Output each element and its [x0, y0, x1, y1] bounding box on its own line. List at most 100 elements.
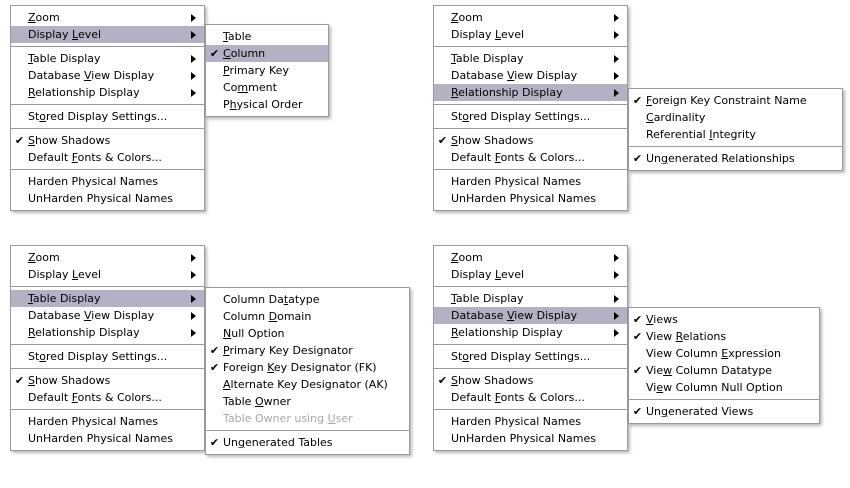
- menu-item-views[interactable]: ✔Views: [629, 311, 819, 328]
- menu-item-column-domain[interactable]: Column Domain: [206, 308, 409, 325]
- menu-separator: [629, 146, 842, 147]
- menu-item-default-fonts-colors[interactable]: Default Fonts & Colors...: [11, 149, 204, 166]
- menu-item-relationship-display[interactable]: Relationship Display: [11, 84, 204, 101]
- menu-item-default-fonts-colors[interactable]: Default Fonts & Colors...: [434, 149, 627, 166]
- menu-item-label: Default Fonts & Colors...: [28, 151, 162, 164]
- submenu-arrow-icon: [186, 270, 200, 279]
- menu-item-column-datatype[interactable]: Column Datatype: [206, 291, 409, 308]
- menu-item-unharden-physical-names[interactable]: UnHarden Physical Names: [11, 430, 204, 447]
- menu-item-database-view-display[interactable]: Database View Display: [434, 307, 627, 324]
- menu-item-comment[interactable]: Comment: [206, 79, 328, 96]
- check-icon: ✔: [14, 134, 25, 147]
- menu-item-harden-physical-names[interactable]: Harden Physical Names: [11, 173, 204, 190]
- menu-item-display-level[interactable]: Display Level: [434, 266, 627, 283]
- menu-item-ungenerated-views[interactable]: ✔Ungenerated Views: [629, 403, 819, 420]
- menu-item-table-display[interactable]: Table Display: [11, 50, 204, 67]
- menu-item-referential-integrity[interactable]: Referential Integrity: [629, 126, 842, 143]
- menu-item-database-view-display[interactable]: Database View Display: [11, 67, 204, 84]
- menu-item-stored-display-settings[interactable]: Stored Display Settings...: [11, 108, 204, 125]
- menu-item-label: View Column Null Option: [646, 381, 783, 394]
- menu-item-label: Display Level: [28, 28, 102, 41]
- menu-item-table-owner[interactable]: Table Owner: [206, 393, 409, 410]
- menu-item-foreign-key-designator-fk[interactable]: ✔Foreign Key Designator (FK): [206, 359, 409, 376]
- menu-item-alternate-key-designator-ak[interactable]: Alternate Key Designator (AK): [206, 376, 409, 393]
- menu-item-relationship-display[interactable]: Relationship Display: [11, 324, 204, 341]
- menu-item-foreign-key-constraint-name[interactable]: ✔Foreign Key Constraint Name: [629, 92, 842, 109]
- menu-item-database-view-display[interactable]: Database View Display: [434, 67, 627, 84]
- menu-item-show-shadows[interactable]: ✔Show Shadows: [11, 132, 204, 149]
- menu-item-view-column-expression[interactable]: View Column Expression: [629, 345, 819, 362]
- menu-item-stored-display-settings[interactable]: Stored Display Settings...: [434, 348, 627, 365]
- menu-item-default-fonts-colors[interactable]: Default Fonts & Colors...: [434, 389, 627, 406]
- menu-item-column[interactable]: ✔Column: [206, 45, 328, 62]
- menu-separator: [206, 430, 409, 431]
- submenu-arrow-icon: [609, 54, 623, 63]
- submenu-arrow-icon: [609, 294, 623, 303]
- menu-item-null-option[interactable]: Null Option: [206, 325, 409, 342]
- menu-separator: [11, 104, 204, 105]
- menu-item-zoom[interactable]: Zoom: [434, 249, 627, 266]
- menu-item-stored-display-settings[interactable]: Stored Display Settings...: [11, 348, 204, 365]
- menu-item-display-level[interactable]: Display Level: [11, 26, 204, 43]
- menu-item-cardinality[interactable]: Cardinality: [629, 109, 842, 126]
- menu-item-stored-display-settings[interactable]: Stored Display Settings...: [434, 108, 627, 125]
- menu-item-harden-physical-names[interactable]: Harden Physical Names: [11, 413, 204, 430]
- submenu-arrow-icon: [186, 71, 200, 80]
- menu-item-table[interactable]: Table: [206, 28, 328, 45]
- menu-item-table-display[interactable]: Table Display: [434, 50, 627, 67]
- menu-item-physical-order[interactable]: Physical Order: [206, 96, 328, 113]
- menu-item-display-level[interactable]: Display Level: [434, 26, 627, 43]
- menu-item-label: Zoom: [28, 251, 60, 264]
- menu-item-primary-key-designator[interactable]: ✔Primary Key Designator: [206, 342, 409, 359]
- menu-item-harden-physical-names[interactable]: Harden Physical Names: [434, 173, 627, 190]
- menu-item-label: Database View Display: [28, 69, 155, 82]
- submenu-arrow-icon: [186, 13, 200, 22]
- menu-separator: [434, 169, 627, 170]
- menu-item-show-shadows[interactable]: ✔Show Shadows: [11, 372, 204, 389]
- menu-item-unharden-physical-names[interactable]: UnHarden Physical Names: [434, 430, 627, 447]
- menu-item-view-column-null-option[interactable]: View Column Null Option: [629, 379, 819, 396]
- menu-item-display-level[interactable]: Display Level: [11, 266, 204, 283]
- menu-item-table-display[interactable]: Table Display: [434, 290, 627, 307]
- menu-item-relationship-display[interactable]: Relationship Display: [434, 324, 627, 341]
- menu-item-show-shadows[interactable]: ✔Show Shadows: [434, 372, 627, 389]
- menu-item-show-shadows[interactable]: ✔Show Shadows: [434, 132, 627, 149]
- menu-item-label: Relationship Display: [28, 86, 140, 99]
- menu-item-primary-key[interactable]: Primary Key: [206, 62, 328, 79]
- check-icon: ✔: [209, 47, 220, 60]
- check-icon: ✔: [437, 134, 448, 147]
- menu-item-harden-physical-names[interactable]: Harden Physical Names: [434, 413, 627, 430]
- menu-item-table-owner-using-user: Table Owner using User: [206, 410, 409, 427]
- menu-item-zoom[interactable]: Zoom: [434, 9, 627, 26]
- check-icon: ✔: [437, 374, 448, 387]
- menu-item-default-fonts-colors[interactable]: Default Fonts & Colors...: [11, 389, 204, 406]
- menu-item-view-relations[interactable]: ✔View Relations: [629, 328, 819, 345]
- submenu-arrow-icon: [186, 253, 200, 262]
- menu-item-zoom[interactable]: Zoom: [11, 249, 204, 266]
- menu-item-label: Column Domain: [223, 310, 312, 323]
- menu-item-database-view-display[interactable]: Database View Display: [11, 307, 204, 324]
- menu-item-ungenerated-tables[interactable]: ✔Ungenerated Tables: [206, 434, 409, 451]
- menu-separator: [434, 128, 627, 129]
- menu-item-table-display[interactable]: Table Display: [11, 290, 204, 307]
- menu-item-label: UnHarden Physical Names: [451, 192, 597, 205]
- menu-item-view-column-datatype[interactable]: ✔View Column Datatype: [629, 362, 819, 379]
- menu-separator: [434, 344, 627, 345]
- menu-item-unharden-physical-names[interactable]: UnHarden Physical Names: [11, 190, 204, 207]
- menu-item-ungenerated-relationships[interactable]: ✔Ungenerated Relationships: [629, 150, 842, 167]
- menu-item-relationship-display[interactable]: Relationship Display: [434, 84, 627, 101]
- menu-item-label: Ungenerated Relationships: [646, 152, 795, 165]
- menu-item-label: View Column Datatype: [646, 364, 773, 377]
- check-icon: ✔: [14, 374, 25, 387]
- menu-item-label: Column Datatype: [223, 293, 320, 306]
- menu-item-unharden-physical-names[interactable]: UnHarden Physical Names: [434, 190, 627, 207]
- menu-item-zoom[interactable]: Zoom: [11, 9, 204, 26]
